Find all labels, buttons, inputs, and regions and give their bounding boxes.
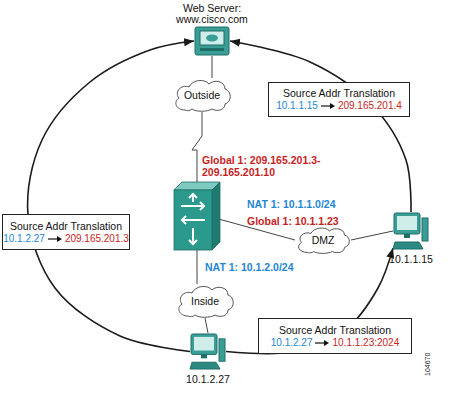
translation-line: 10.1.2.27 10.1.1.23:2024	[271, 337, 399, 349]
translated-address: 209.165.201.3	[65, 233, 129, 245]
monitor	[191, 334, 217, 354]
cloud-outline	[299, 228, 350, 253]
network-name: DMZ	[312, 234, 335, 246]
host-label: 10.1.1.15	[381, 253, 441, 265]
server-symbol	[194, 26, 230, 56]
network-cloud: Outside	[172, 78, 232, 112]
tower	[219, 339, 225, 361]
translation-line: 10.1.1.15 209.165.201.4	[276, 100, 402, 112]
monitor	[394, 213, 420, 234]
network-link	[197, 250, 198, 284]
host-label: 10.1.2.27	[178, 373, 238, 385]
translated-address: 209.165.201.4	[338, 100, 402, 112]
translation-box: Source Addr Translation10.1.2.27 10.1.1.2…	[258, 318, 412, 354]
monitor-stand	[201, 354, 207, 358]
arrow-tip	[324, 340, 329, 346]
monitor-stand	[404, 234, 410, 238]
source-address: 10.1.2.27	[271, 337, 313, 349]
arrow-tip	[57, 236, 62, 242]
box-heading: Source Addr Translation	[279, 324, 391, 337]
screen	[397, 216, 417, 230]
web-server-icon: Web Server:www.cisco.com	[194, 26, 230, 56]
security-appliance: Global 1: 209.165.201.3- 209.165.201.10N…	[174, 182, 220, 250]
source-address: 10.1.2.27	[3, 233, 45, 245]
connector-group	[28, 41, 411, 354]
host-label: Web Server:	[164, 2, 260, 14]
firewall-symbol	[174, 182, 220, 250]
translation-arrow	[47, 235, 63, 243]
appliance-arrows	[181, 194, 205, 244]
network-link	[205, 318, 208, 333]
interface-label: Global 1: 209.165.201.3- 209.165.201.10	[202, 154, 347, 178]
packet-flow-arc	[28, 41, 194, 352]
appliance-side	[212, 182, 220, 250]
network-link	[212, 56, 213, 78]
network-cloud: DMZ	[295, 226, 351, 254]
host-computer: 10.1.1.15	[393, 212, 429, 250]
network-link	[192, 112, 202, 182]
network-link	[351, 231, 393, 240]
translation-box: Source Addr Translation10.1.2.27 209.165.…	[2, 214, 130, 250]
source-address: 10.1.1.15	[276, 100, 318, 112]
interface-label: NAT 1: 10.1.1.0/24	[247, 198, 387, 210]
computer-symbol	[190, 333, 226, 370]
network-cloud: Inside	[175, 284, 235, 318]
translation-box: Source Addr Translation10.1.1.15 209.165.…	[268, 82, 410, 117]
network-name: Inside	[191, 295, 219, 307]
translated-address: 10.1.1.23:2024	[332, 337, 399, 349]
appliance-front	[174, 190, 212, 250]
box-heading: Source Addr Translation	[283, 87, 395, 100]
screen	[194, 337, 214, 351]
computer-symbol	[393, 212, 429, 250]
keyboard	[190, 362, 220, 369]
server-body	[195, 27, 229, 55]
tower	[422, 218, 428, 241]
figure-number: 104670	[424, 353, 432, 376]
translation-line: 10.1.2.27 209.165.201.3	[3, 233, 129, 245]
server-panel	[200, 31, 224, 45]
translation-arrow	[320, 102, 336, 110]
cloud-outline	[176, 80, 230, 111]
arrow-tip	[330, 103, 335, 109]
cloud-outline	[179, 286, 233, 317]
packet-flow-arc	[230, 41, 411, 212]
keyboard	[393, 242, 423, 249]
network-name: Outside	[184, 89, 220, 101]
box-heading: Source Addr Translation	[10, 220, 122, 233]
server-slot	[200, 48, 224, 51]
server-mark	[206, 35, 218, 42]
translation-arrow	[314, 339, 330, 347]
interface-label: NAT 1: 10.1.2.0/24	[205, 261, 345, 273]
host-computer: 10.1.2.27	[190, 333, 226, 370]
interface-label: Global 1: 10.1.1.23	[247, 215, 387, 227]
host-label: www.cisco.com	[164, 13, 260, 25]
